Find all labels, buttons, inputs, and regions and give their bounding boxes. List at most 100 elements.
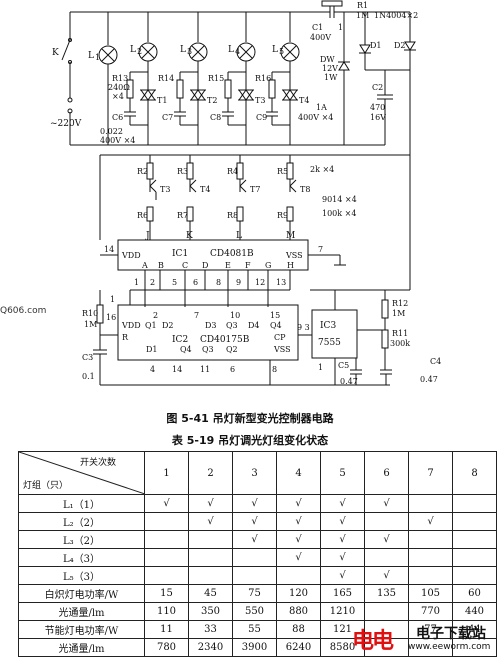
label-r11-val: 300k <box>390 339 410 348</box>
label-t8: T8 <box>300 185 310 194</box>
label-l3: L <box>180 45 186 55</box>
column-header: 8 <box>452 451 497 495</box>
table-cell <box>364 602 409 621</box>
row-label: L₅（3） <box>18 566 145 585</box>
label-n2: 2 <box>150 278 155 287</box>
label-o1: 1 <box>318 363 323 372</box>
row-label: 节能灯电功率/W <box>18 620 145 639</box>
row-label: L₂（2） <box>18 512 145 531</box>
table-cell <box>144 512 189 531</box>
column-header: 3 <box>232 451 277 495</box>
label-in-h: H <box>287 261 294 270</box>
table-cell: 110 <box>144 602 189 621</box>
table-cell: 120 <box>276 584 321 603</box>
label-n1: 1 <box>134 278 139 287</box>
label-p93: 9 3 <box>297 323 310 332</box>
label-vdd: VDD <box>121 251 141 260</box>
table-cell: √ <box>188 512 233 531</box>
label-n12: 12 <box>255 278 265 287</box>
label-t1: T1 <box>157 96 167 105</box>
label-in-e: E <box>225 261 231 270</box>
label-pin7: 7 <box>318 245 323 254</box>
table-cell: 55 <box>232 620 277 639</box>
watermark-left: Q606.com <box>0 306 47 316</box>
column-header: 5 <box>320 451 365 495</box>
table-cell <box>452 548 497 567</box>
label-c4-val: 0.47 <box>420 375 438 384</box>
table-cell: √ <box>364 530 409 549</box>
label-triac-rating: 1A <box>316 103 327 112</box>
table-corner-cell: 开关次数 灯组（只） <box>18 451 145 495</box>
label-c4: C4 <box>430 357 441 366</box>
row-label: 光通量/lm <box>18 602 145 621</box>
table-cell: √ <box>276 494 321 513</box>
label-ic2-vss: VSS <box>273 345 291 354</box>
label-t3: T3 <box>160 185 170 194</box>
label-r16: R16 <box>255 74 271 83</box>
table-cell: 60 <box>452 584 497 603</box>
table-cell: √ <box>364 494 409 513</box>
label-r2-val: 2k ×4 <box>310 165 334 174</box>
table-cell: 440 <box>452 602 497 621</box>
table-cell: √ <box>320 494 365 513</box>
table-cell: 105 <box>408 584 453 603</box>
label-c3: C3 <box>82 353 93 362</box>
label-t2: T2 <box>207 96 217 105</box>
label-pin-k: K <box>186 231 193 241</box>
label-n6: 6 <box>193 278 198 287</box>
label-ic3: IC3 <box>320 321 336 331</box>
label-r2: R2 <box>137 167 148 176</box>
label-r13: R13 <box>112 74 128 83</box>
table-cell <box>408 530 453 549</box>
table-cell: 135 <box>364 584 409 603</box>
label-l5-sub: 5 <box>279 47 284 56</box>
label-r1-val: 1M <box>356 11 369 20</box>
row-label: L₃（2） <box>18 530 145 549</box>
label-n5: 5 <box>172 278 177 287</box>
label-mains: ~220V <box>50 119 82 129</box>
label-c2-v: 16V <box>370 113 386 122</box>
table-cell: √ <box>188 494 233 513</box>
label-c2: C2 <box>372 83 383 92</box>
label-ic2-cp: CP <box>274 333 286 342</box>
table-cell: 550 <box>232 602 277 621</box>
label-r3: R3 <box>177 167 188 176</box>
table-cell <box>364 512 409 531</box>
label-dw: DW <box>320 55 335 64</box>
label-c6: C6 <box>112 113 123 122</box>
label-ic2-q3: Q3 <box>226 321 238 330</box>
label-c8: C8 <box>210 113 221 122</box>
table-cell <box>144 566 189 585</box>
label-r6: R6 <box>137 211 148 220</box>
table-cell <box>276 566 321 585</box>
label-ic2: IC2 <box>172 335 188 345</box>
table-cell <box>144 530 189 549</box>
label-cd4081b: CD4081B <box>210 249 254 259</box>
label-dw-w: 1W <box>324 73 338 82</box>
table-cell: √ <box>232 530 277 549</box>
label-r14: R14 <box>158 74 174 83</box>
figure-caption: 图 5-41 吊灯新型变光控制器电路 <box>166 412 334 425</box>
table-cell <box>364 548 409 567</box>
table-cell: 165 <box>320 584 365 603</box>
watermark-right[interactable]: 电电 电子下载站 www.eeworm.com <box>352 623 500 654</box>
label-in-a: A <box>141 261 148 270</box>
label-n13: 13 <box>276 278 286 287</box>
label-l1: L <box>88 51 94 61</box>
corner-diagonal <box>19 452 145 494</box>
label-d-part: 1N4004×2 <box>374 11 418 20</box>
table-cell: √ <box>364 566 409 585</box>
table-cell <box>232 566 277 585</box>
table-cell <box>452 530 497 549</box>
table-cell: √ <box>408 512 453 531</box>
table-cell: 33 <box>188 620 233 639</box>
label-m4: 4 <box>150 365 155 374</box>
label-l4-sub: 4 <box>235 47 240 56</box>
table-cell: √ <box>276 548 321 567</box>
label-pin-m: M <box>286 231 295 241</box>
label-in-c: C <box>182 261 188 270</box>
label-ic2-d3: D3 <box>205 321 217 330</box>
label-r15: R15 <box>208 74 224 83</box>
label-c3-val: 0.1 <box>82 372 95 381</box>
table-row: L₂（2） √ √ √ √ √ <box>18 512 497 531</box>
